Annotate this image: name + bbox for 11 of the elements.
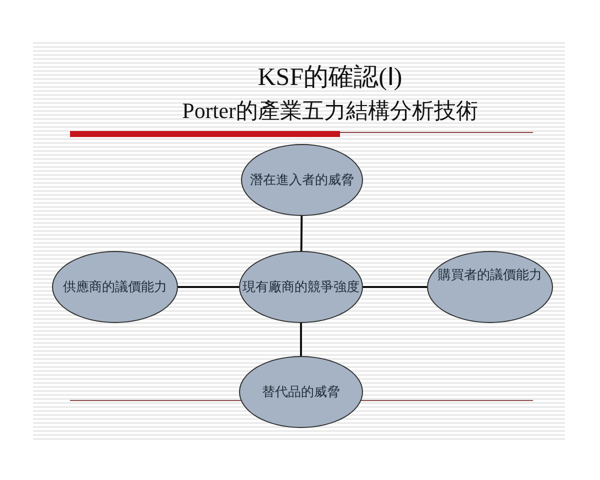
slide-title: KSF的確認(Ⅰ) xyxy=(256,63,404,93)
connector-line xyxy=(300,323,302,356)
connector-line xyxy=(363,286,427,288)
node-label: 替代品的威脅 xyxy=(262,384,340,400)
connector-line xyxy=(178,286,239,288)
connector-line xyxy=(300,216,303,252)
node-label: 潛在進入者的威脅 xyxy=(250,172,354,188)
node-label: 購買者的議價能力 xyxy=(438,267,542,283)
slide-subtitle: Porter的產業五力結構分析技術 xyxy=(181,97,479,125)
node-label: 現有廠商的競爭強度 xyxy=(242,279,360,295)
node-label: 供應商的議價能力 xyxy=(63,279,167,295)
